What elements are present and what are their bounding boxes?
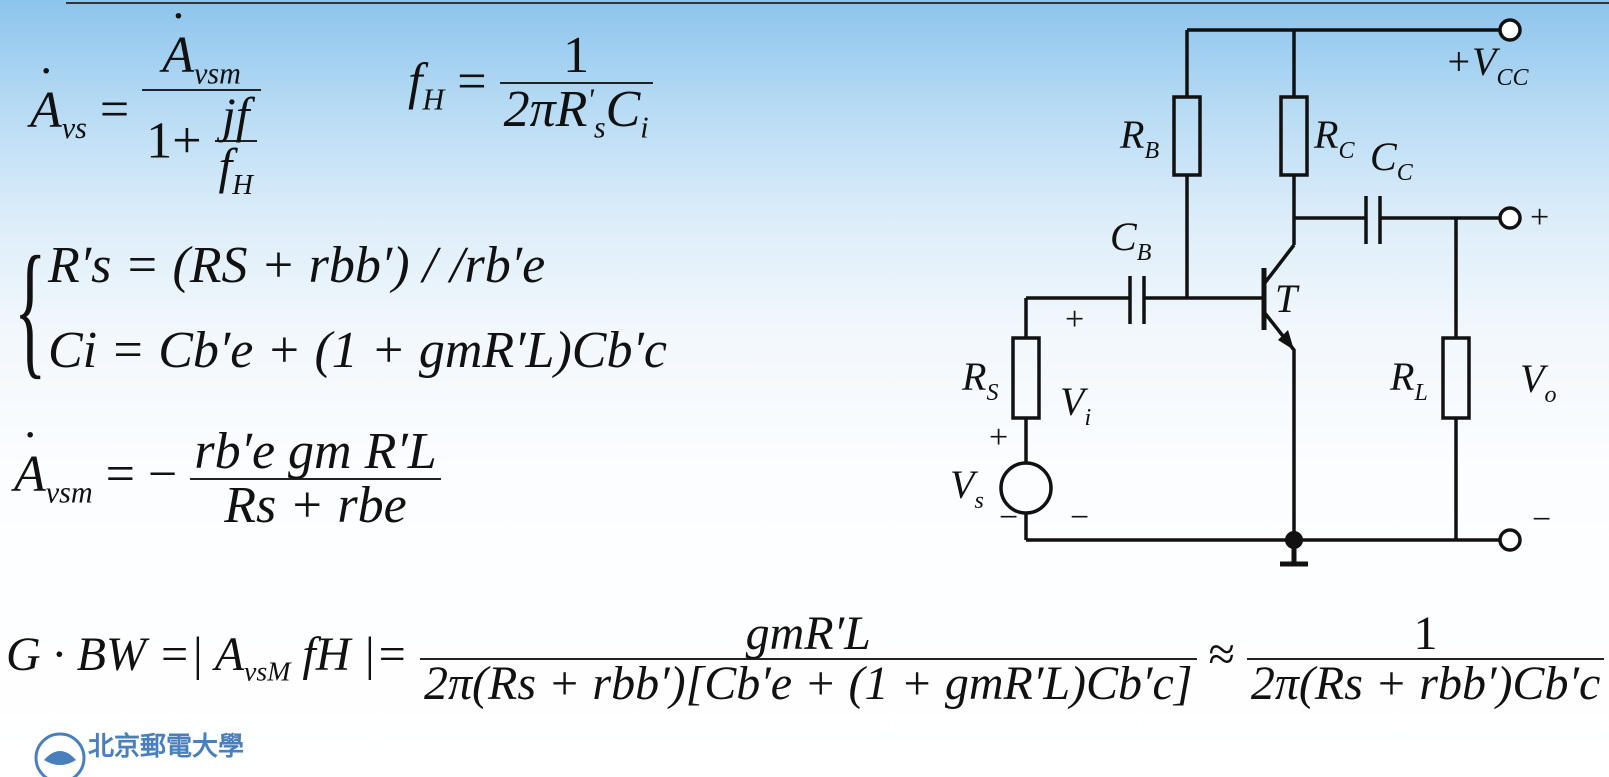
fh-den-2pi: 2π [503, 81, 556, 138]
formula-gbw: G · BW =| AvsM fH |= gmR′L 2π(Rs + rbb′)… [6, 607, 1605, 708]
gbw-denominator-1: 2π(Rs + rbb′)[Cb′e + (1 + gmR′L)Cb′c] [419, 658, 1197, 708]
transistor-collector [1262, 243, 1296, 286]
formula-avs: Avs = Avsm 1+ jf fH [30, 30, 261, 200]
transistor-label: T [1275, 276, 1300, 321]
fh-den-c: C [605, 81, 641, 138]
avs-num-sub: vsm [194, 56, 241, 91]
logo-emblem-shape [44, 751, 76, 765]
cc-label: CC [1370, 134, 1414, 186]
vi-minus-sign: − [1070, 499, 1089, 536]
avs-inner-den-f: f [218, 139, 233, 195]
avsm-denominator: Rs + rbe [190, 478, 441, 532]
fh-numerator: 1 [563, 27, 590, 84]
vo-minus-sign: − [1532, 501, 1551, 538]
rs-label: RS [961, 354, 998, 406]
avsm-fraction: rb′e gm R′L Rs + rbe [190, 423, 441, 532]
equals-minus: = − [105, 445, 178, 503]
avsm-lhs-sub: vsm [45, 475, 93, 510]
avs-numerator: Avsm [142, 30, 261, 89]
avs-inner-den: fH [214, 139, 257, 201]
rl-label: RL [1389, 354, 1428, 406]
gbw-lhs-sub: vsM [244, 656, 291, 688]
gbw-lhs: G · BW =| A [6, 628, 245, 682]
fh-den-c-sub: i [640, 110, 649, 145]
cb-capacitor [1128, 276, 1146, 324]
emitter-arrow [1278, 330, 1294, 350]
gbw-numerator-1: gmR′L [745, 607, 871, 660]
fh-lhs: f [408, 53, 423, 111]
vs-source [999, 461, 1053, 515]
ground-node [1285, 531, 1303, 549]
cc-capacitor [1364, 196, 1382, 244]
rc-label: RC [1313, 112, 1355, 164]
vcc-label: +VCC [1445, 39, 1529, 91]
avs-fraction: Avsm 1+ jf fH [142, 30, 261, 200]
output-plus-terminal [1498, 206, 1522, 230]
fh-den-r: R [555, 81, 588, 138]
vi-label: Vi [1060, 379, 1091, 431]
avs-lhs-sub: vs [61, 111, 87, 146]
fh-den-r-sub: s [593, 110, 606, 145]
fh-den-r-sup: ' [587, 82, 594, 117]
rb-resistor [1172, 95, 1202, 177]
gbw-fraction-2: 1 2π(Rs + rbb′)Cb′c [1246, 607, 1605, 708]
vs-plus-sign: + [989, 419, 1008, 456]
gbw-fraction-1: gmR′L 2π(Rs + rbb′)[Cb′e + (1 + gmR′L)Cb… [419, 607, 1197, 708]
university-name: 北京郵電大學 [88, 732, 245, 762]
cb-label: CB [1110, 214, 1152, 266]
formula-avsm: Avsm = − rb′e gm R′L Rs + rbe [14, 426, 441, 532]
approx-sign: ≈ [1208, 628, 1235, 682]
vo-plus-sign: + [1530, 199, 1549, 236]
output-minus-terminal [1498, 528, 1522, 552]
vs-label: Vs [950, 462, 984, 514]
formula-rs-prime: R′s = (RS + rbb′) / /rb′e [48, 237, 546, 294]
vi-plus-sign: + [1065, 301, 1084, 338]
rc-resistor [1279, 95, 1309, 177]
avsm-numerator: rb′e gm R′L [194, 423, 437, 480]
formula-ci: Ci = Cb′e + (1 + gmR′L)Cb′c [48, 322, 667, 379]
gbw-denominator-2: 2π(Rs + rbb′)Cb′c [1246, 658, 1605, 708]
avs-inner-fraction: jf fH [214, 87, 257, 201]
avsm-lhs: A [14, 446, 46, 503]
vs-minus-sign: − [999, 499, 1018, 536]
vcc-terminal [1498, 18, 1522, 42]
rs-resistor [1011, 336, 1041, 420]
gbw-fh: fH |= [302, 628, 408, 682]
equals-sign: = [457, 53, 487, 111]
rl-resistor [1441, 336, 1471, 420]
gbw-numerator-2: 1 [1413, 607, 1438, 660]
avs-lhs: A [30, 82, 62, 139]
equals-sign: = [99, 81, 130, 139]
university-logo-icon [34, 732, 86, 777]
fh-lhs-sub: H [422, 82, 445, 117]
avs-inner-num: jf [222, 87, 250, 143]
rb-label: RB [1119, 112, 1159, 164]
circuit-wires [999, 18, 1522, 567]
vo-label: Vo [1520, 356, 1556, 408]
avs-num-a: A [162, 27, 194, 84]
fh-fraction: 1 2πR'sCi [499, 27, 653, 145]
top-rule [66, 2, 1609, 4]
avs-denominator: 1+ jf fH [142, 87, 261, 201]
avs-inner-den-sub: H [232, 168, 253, 201]
formula-fh: fH = 1 2πR'sCi [408, 30, 653, 143]
avs-den-one: 1+ [146, 112, 202, 170]
fh-denominator: 2πR'sCi [499, 81, 653, 145]
